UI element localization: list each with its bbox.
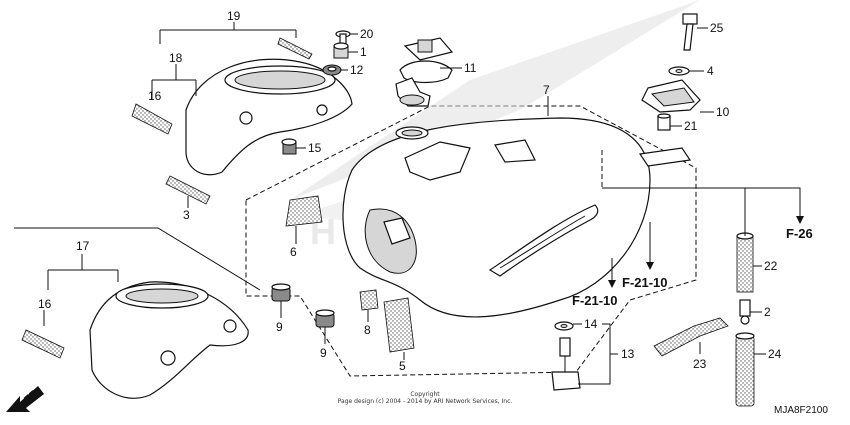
callout-23: 23 bbox=[693, 357, 707, 371]
callout-12: 12 bbox=[350, 63, 364, 77]
copyright-line-1: Copyright bbox=[410, 391, 440, 398]
nut-12 bbox=[322, 64, 342, 76]
grommet-15 bbox=[281, 138, 297, 155]
callout-3: 3 bbox=[183, 208, 190, 222]
callout-14: 14 bbox=[584, 317, 598, 331]
bolt-25 bbox=[682, 13, 698, 51]
callout-11: 11 bbox=[464, 61, 477, 75]
upper-cover bbox=[185, 58, 353, 176]
callout-numbers: 19 18 16 3 15 20 1 12 11 7 6 8 5 9 9 17 … bbox=[38, 9, 782, 373]
callout-16-upper: 16 bbox=[148, 89, 162, 103]
callout-19: 19 bbox=[227, 9, 241, 23]
callout-20: 20 bbox=[360, 27, 374, 41]
callout-9-left: 9 bbox=[276, 320, 283, 334]
callout-9-right: 9 bbox=[320, 346, 327, 360]
callout-18: 18 bbox=[169, 51, 183, 65]
ref-f21-10-b: F-21-10 bbox=[572, 293, 618, 308]
callout-10: 10 bbox=[716, 105, 730, 119]
washer-4 bbox=[668, 66, 690, 76]
callout-17: 17 bbox=[76, 239, 90, 253]
screw-20 bbox=[335, 30, 351, 45]
rubber-strip-upper bbox=[131, 103, 173, 135]
callout-8: 8 bbox=[364, 323, 371, 337]
callout-21: 21 bbox=[684, 119, 698, 133]
callout-22: 22 bbox=[764, 259, 778, 273]
hose-22 bbox=[736, 232, 754, 293]
pad-5 bbox=[383, 297, 415, 353]
collar-21 bbox=[657, 113, 671, 131]
mount-bracket-10 bbox=[641, 79, 701, 113]
callout-4: 4 bbox=[707, 64, 714, 78]
callout-13: 13 bbox=[621, 347, 635, 361]
callout-7: 7 bbox=[543, 83, 550, 97]
rubber-9-right bbox=[315, 309, 335, 328]
top-strip bbox=[277, 37, 313, 60]
callout-16-lower: 16 bbox=[38, 297, 52, 311]
front-direction-arrow: FR. bbox=[6, 386, 44, 412]
lower-trim-strip bbox=[165, 175, 211, 205]
pad-6 bbox=[285, 195, 323, 227]
ref-f26: F-26 bbox=[786, 226, 813, 241]
rubber-strip-lower bbox=[21, 329, 65, 359]
leader-lines bbox=[14, 22, 804, 385]
callout-15: 15 bbox=[308, 141, 322, 155]
hose-23 bbox=[653, 317, 729, 357]
ref-f21-10-a: F-21-10 bbox=[622, 275, 668, 290]
fuel-sender-13 bbox=[551, 337, 581, 391]
copyright-line-2: Page design (c) 2004 - 2014 by ARI Netwo… bbox=[338, 398, 513, 405]
washer-14 bbox=[554, 321, 574, 331]
pad-8 bbox=[359, 289, 379, 311]
callout-1: 1 bbox=[360, 45, 367, 59]
filter-24 bbox=[735, 332, 755, 407]
diagram-code: MJA8F2100 bbox=[774, 405, 828, 416]
fitting-2 bbox=[739, 299, 751, 325]
callout-25: 25 bbox=[710, 21, 724, 35]
fuel-cap-11 bbox=[395, 37, 454, 107]
collar-1 bbox=[333, 42, 349, 59]
callout-24: 24 bbox=[768, 347, 782, 361]
callout-2: 2 bbox=[764, 305, 771, 319]
callout-6: 6 bbox=[290, 245, 297, 259]
fuel-tank bbox=[342, 117, 692, 318]
lower-cover bbox=[89, 281, 249, 399]
rubber-9-left bbox=[271, 283, 291, 302]
callout-5: 5 bbox=[399, 359, 406, 373]
